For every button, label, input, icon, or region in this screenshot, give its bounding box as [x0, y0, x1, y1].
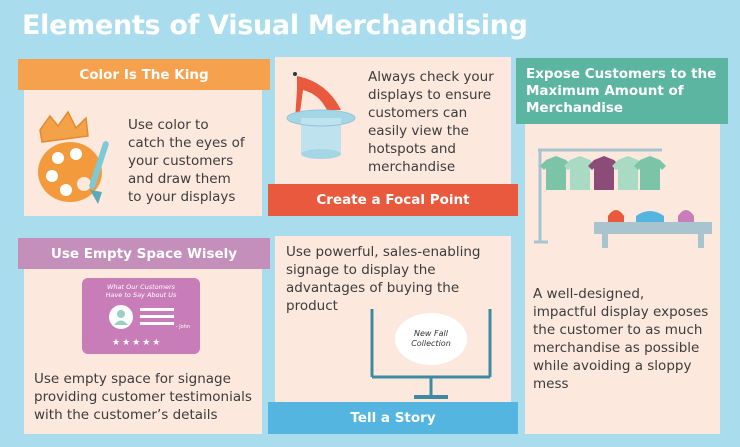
- screen-text-line: New Fall: [414, 329, 448, 338]
- text-line: customers can: [368, 105, 468, 121]
- text-placeholder-line: [140, 315, 174, 318]
- text-line: A well-designed,: [533, 286, 645, 302]
- testimonial-lines: [140, 308, 174, 325]
- page-title: Elements of Visual Merchandising: [22, 10, 528, 41]
- rating-stars: ★★★★★: [112, 338, 163, 348]
- text-line: Use empty space for signage: [34, 371, 231, 387]
- text-line: catch the eyes of: [128, 135, 245, 151]
- expose-text: A well-designed, impactful display expos…: [533, 285, 719, 393]
- signage-monitor-icon: [370, 309, 492, 399]
- paint-palette-icon: [38, 110, 109, 204]
- text-line: easily view the: [368, 123, 469, 139]
- heading-line: Merchandise: [526, 99, 624, 116]
- text-line: with the customer’s details: [34, 407, 218, 423]
- focal-text: Always check your displays to ensure cus…: [368, 68, 508, 176]
- testimonial-heading: What Our Customers Have to Say About Us: [82, 283, 200, 299]
- testimonial-card: What Our Customers Have to Say About Us …: [82, 278, 200, 354]
- text-line: merchandise: [368, 159, 456, 175]
- high-heel-on-pedestal-icon: [286, 72, 356, 159]
- text-placeholder-line: [140, 322, 174, 325]
- text-line: advantages of buying the: [286, 280, 460, 296]
- space-heading: Use Empty Space Wisely: [18, 238, 270, 269]
- avatar-icon: [109, 305, 133, 329]
- text-line: while avoiding a sloppy: [533, 358, 692, 374]
- story-card: [275, 236, 511, 420]
- text-line: to your displays: [128, 189, 236, 205]
- text-line: displays to ensure: [368, 87, 492, 103]
- expose-card: [525, 100, 720, 434]
- focal-heading: Create a Focal Point: [268, 184, 518, 216]
- text-line: the customer to as much: [533, 322, 703, 338]
- text-line: Always check your: [368, 69, 494, 85]
- testimonial-heading-line: Have to Say About Us: [105, 291, 177, 299]
- text-line: your customers: [128, 153, 234, 169]
- text-line: impactful display exposes: [533, 304, 709, 320]
- text-line: hotspots and: [368, 141, 456, 157]
- clothing-rack-icon: [534, 148, 712, 248]
- story-text: Use powerful, sales-enabling signage to …: [286, 243, 508, 315]
- heading-line: Expose Customers to the: [526, 65, 717, 82]
- color-text: Use color to catch the eyes of your cust…: [128, 116, 258, 206]
- testimonial-name: - John: [175, 324, 190, 330]
- color-heading: Color Is The King: [18, 59, 270, 90]
- expose-heading: Expose Customers to the Maximum Amount o…: [516, 58, 728, 124]
- text-line: signage to display the: [286, 262, 436, 278]
- screen-text-line: Collection: [411, 339, 451, 348]
- text-line: mess: [533, 376, 569, 392]
- text-line: Use color to: [128, 117, 209, 133]
- space-text: Use empty space for signage providing cu…: [34, 370, 260, 424]
- heading-line: Maximum Amount of: [526, 82, 684, 99]
- text-line: product: [286, 298, 338, 314]
- text-line: providing customer testimonials: [34, 389, 252, 405]
- text-placeholder-line: [140, 308, 174, 311]
- text-line: merchandise as possible: [533, 340, 700, 356]
- story-heading: Tell a Story: [268, 402, 518, 434]
- text-line: Use powerful, sales-enabling: [286, 244, 481, 260]
- testimonial-heading-line: What Our Customers: [106, 283, 176, 291]
- text-line: and draw them: [128, 171, 231, 187]
- screen-label: New Fall Collection: [392, 317, 470, 361]
